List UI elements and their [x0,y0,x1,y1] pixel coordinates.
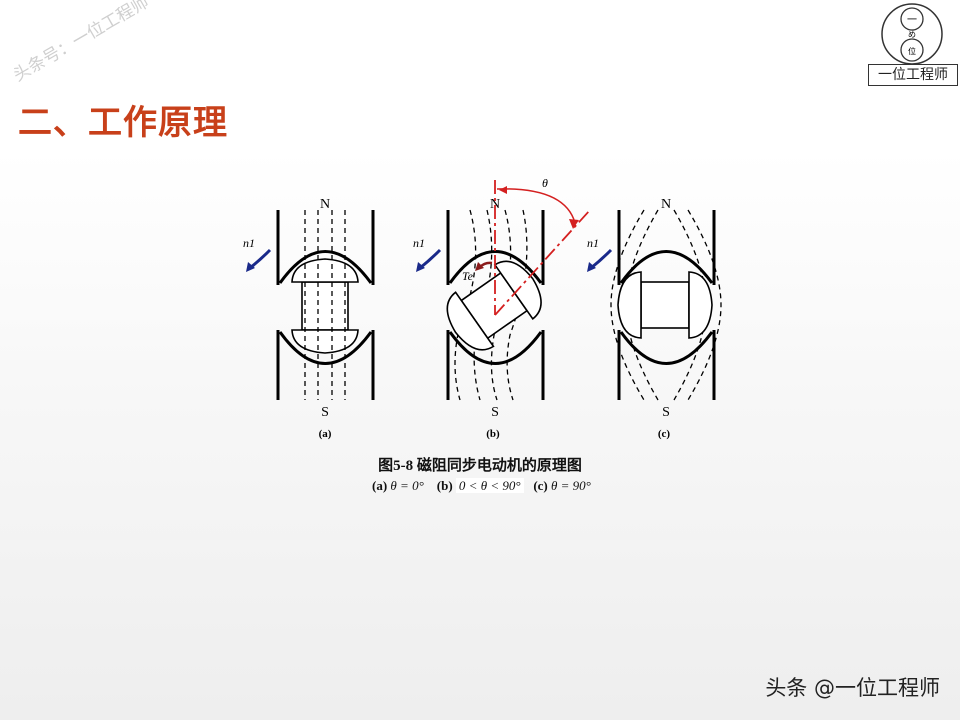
panel-a [244,208,375,402]
svg-text:S: S [491,405,499,420]
svg-text:Te: Te [462,269,474,283]
svg-text:N: N [320,197,330,212]
panel-b [414,180,591,402]
svg-text:め: め [908,30,916,39]
svg-text:(a): (a) [319,428,332,440]
footer-attribution: 头条 @一位工程师 [765,676,940,700]
svg-text:S: S [662,405,670,420]
figure-caption: 图5-8 磁阻同步电动机的原理图 [378,458,582,474]
rotation-arrow-icon [585,248,613,274]
flux-lines [304,210,346,400]
svg-text:(c): (c) [658,428,671,440]
svg-text:S: S [321,405,329,420]
slide-title: 二、工作原理 [18,103,228,143]
svg-text:θ: θ [542,176,548,190]
svg-text:N: N [490,197,500,212]
svg-text:N: N [661,197,671,212]
svg-text:(b): (b) [486,428,500,440]
panel-c [585,208,722,402]
rotation-arrow-icon [244,248,272,274]
svg-text:n1: n1 [413,236,425,250]
svg-text:n1: n1 [587,236,599,250]
logo-label: 一位工程师 [868,64,958,86]
svg-text:一: 一 [907,15,917,26]
svg-text:位: 位 [908,46,916,56]
figure-subcaption: (a) θ = 0° (b) 0 < θ < 90° (c) θ = 90° [372,478,591,493]
rotation-arrow-icon [414,248,442,274]
svg-text:n1: n1 [243,236,255,250]
